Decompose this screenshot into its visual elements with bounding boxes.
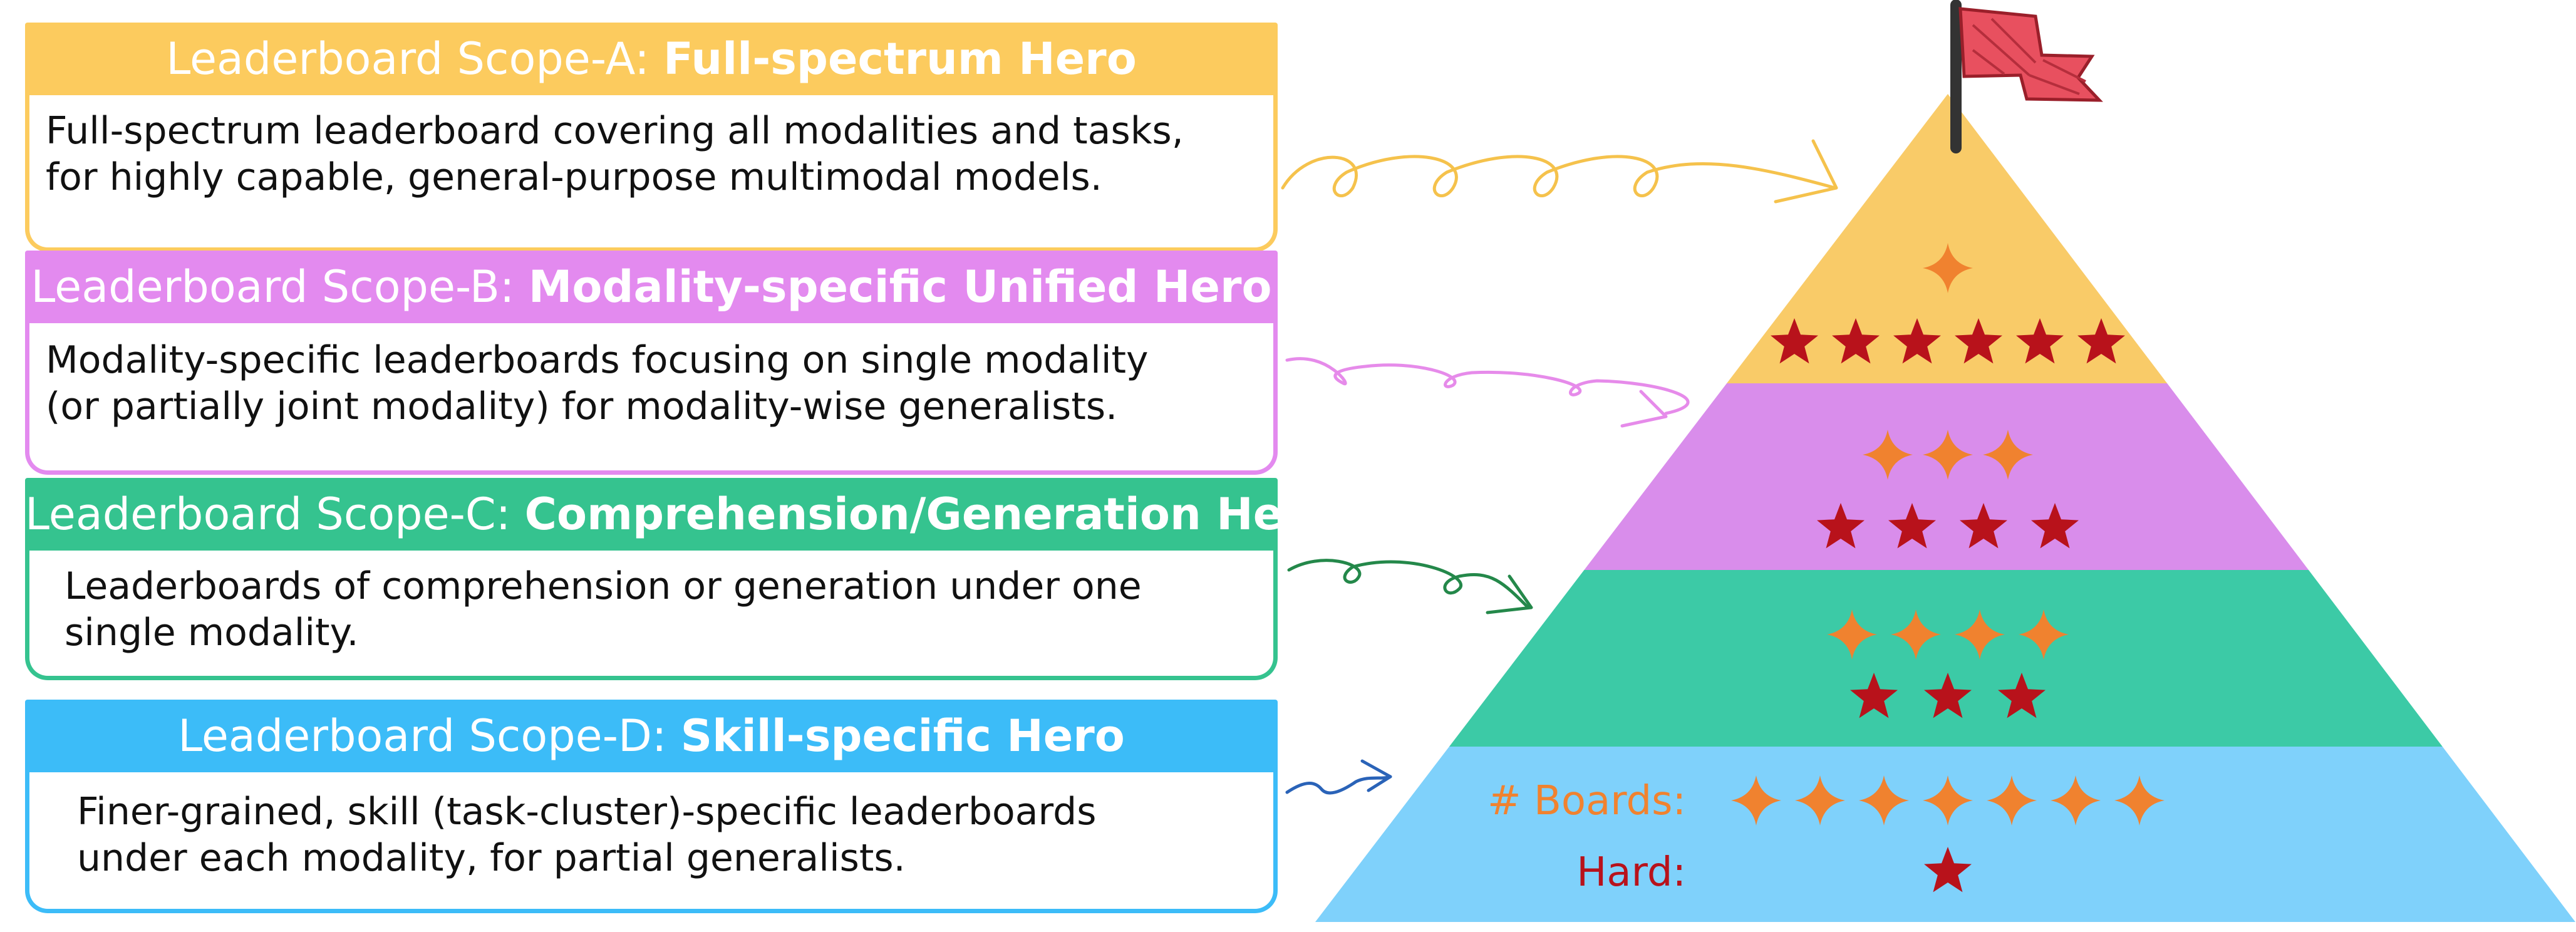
- pyramid-level-d: [1315, 747, 2575, 922]
- pyramid-level-a: [1727, 94, 2168, 383]
- scope-description: Full-spectrum leaderboard covering all m…: [25, 95, 1278, 252]
- hard-star-icon: [1960, 503, 2007, 549]
- scope-header: Leaderboard Scope-A: Full-spectrum Hero: [25, 23, 1278, 95]
- connector-arrow-a: [1281, 155, 1837, 197]
- scope-title: Modality-specific Unified Hero: [528, 261, 1272, 313]
- hard-star-icon: [2016, 318, 2064, 364]
- boards-star-icon: [1863, 430, 1913, 480]
- hard-star-icon: [1771, 318, 1818, 364]
- hard-star-icon: [1924, 673, 1972, 718]
- boards-star-icon: [1795, 775, 1845, 826]
- scope-description: Finer-grained, skill (task-cluster)-spec…: [25, 772, 1278, 913]
- hard-label: Hard:: [1576, 849, 1686, 896]
- scope-header: Leaderboard Scope-B: Modality-specific U…: [25, 251, 1278, 323]
- description-line: Finer-grained, skill (task-cluster)-spec…: [77, 790, 1097, 834]
- connector-arrows: [1281, 139, 1838, 795]
- hard-star-icon: [1832, 318, 1880, 364]
- arrowhead-icon: [1774, 139, 1838, 204]
- scope-description: Modality-specific leaderboards focusing …: [25, 323, 1278, 475]
- scope-header: Leaderboard Scope-D: Skill-specific Hero: [25, 700, 1278, 772]
- boards-star-icon: [2019, 609, 2069, 660]
- boards-star-icon: [2051, 775, 2101, 826]
- boards-star-icon: [1859, 775, 1909, 826]
- scope-header-label: Leaderboard Scope-B:: [31, 261, 529, 313]
- boards-star-icon: [1987, 775, 2037, 826]
- scope-header-label: Leaderboard Scope-C:: [25, 489, 525, 540]
- description-line: Modality-specific leaderboards focusing …: [46, 338, 1149, 382]
- hard-star-icon: [1817, 503, 1865, 549]
- boards-star-icon: [1891, 609, 1941, 660]
- description-line: Full-spectrum leaderboard covering all m…: [46, 109, 1184, 153]
- pyramid: # Boards: Hard:: [1315, 0, 2575, 922]
- scope-card-c: Leaderboard Scope-C: Comprehension/Gener…: [25, 478, 1335, 680]
- hard-star-icon: [1893, 318, 1941, 364]
- scope-title: Comprehension/Generation Hero: [524, 489, 1335, 540]
- description-line: for highly capable, general-purpose mult…: [46, 155, 1102, 199]
- description-line: under each modality, for partial general…: [77, 836, 906, 880]
- hard-star-icon: [1888, 503, 1936, 549]
- hard-star-icon: [1955, 318, 2002, 364]
- description-line: Leaderboards of comprehension or generat…: [65, 564, 1142, 608]
- scope-description: Leaderboards of comprehension or generat…: [25, 551, 1278, 680]
- scope-header-label: Leaderboard Scope-D:: [178, 710, 681, 762]
- boards-star-icon: [1827, 609, 1877, 660]
- flag-hatch: [1972, 18, 2086, 95]
- arrowhead-icon: [1620, 390, 1668, 428]
- connector-arrow-b: [1285, 357, 1690, 415]
- boards-star-icon: [1983, 430, 2033, 480]
- hard-star-icon: [1924, 847, 1972, 893]
- boards-label: # Boards:: [1487, 778, 1686, 824]
- hard-star-icon: [1998, 673, 2046, 718]
- description-line: single modality.: [65, 611, 359, 655]
- connector-arrow-c: [1287, 559, 1530, 609]
- scope-title: Full-spectrum Hero: [663, 33, 1137, 85]
- flag-icon: [1958, 7, 2103, 102]
- boards-star-icon: [1955, 609, 2005, 660]
- boards-star-icon: [1731, 775, 1781, 826]
- scope-title: Skill-specific Hero: [680, 710, 1125, 762]
- scope-card-d: Leaderboard Scope-D: Skill-specific Hero…: [25, 700, 1278, 913]
- arrowhead-icon: [1360, 759, 1392, 792]
- boards-star-icon: [2114, 775, 2165, 826]
- boards-star-icon: [1923, 775, 1973, 826]
- scope-header-label: Leaderboard Scope-A:: [166, 33, 664, 85]
- boards-star-icon: [1923, 243, 1973, 293]
- hard-star-icon: [1850, 673, 1898, 718]
- scope-card-b: Leaderboard Scope-B: Modality-specific U…: [25, 251, 1278, 475]
- pyramid-level-b: [1584, 383, 2309, 570]
- connector-arrow-d: [1285, 775, 1392, 795]
- arrowhead-icon: [1486, 574, 1533, 614]
- hard-star-icon: [2077, 318, 2125, 364]
- pyramid-level-c: [1449, 570, 2443, 747]
- description-line: (or partially joint modality) for modali…: [46, 385, 1118, 428]
- hard-star-icon: [2031, 503, 2079, 549]
- boards-star-icon: [1923, 430, 1973, 480]
- scope-header: Leaderboard Scope-C: Comprehension/Gener…: [25, 478, 1335, 551]
